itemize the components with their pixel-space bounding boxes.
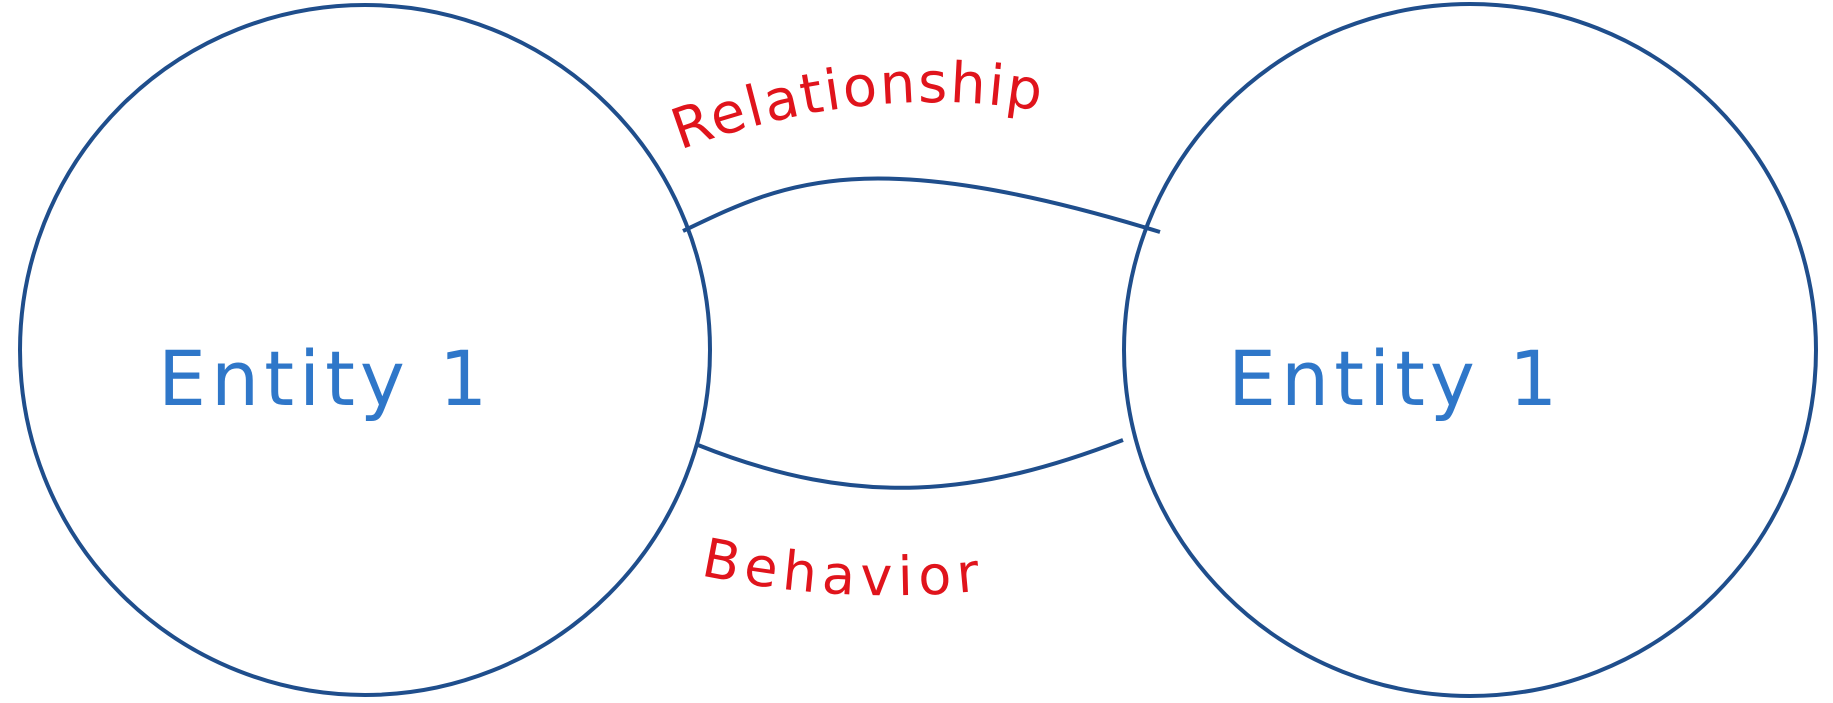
relationship-connector bbox=[682, 176, 1161, 234]
entity-right-label: Entity 1 bbox=[1228, 334, 1562, 423]
entity-left-label: Entity 1 bbox=[158, 334, 492, 423]
behavior-label: Behavior bbox=[698, 526, 988, 608]
behavior-connector bbox=[697, 438, 1124, 490]
relationship-label-path: Relationship bbox=[663, 51, 1046, 163]
entity-left-circle bbox=[18, 3, 712, 697]
relationship-label: Relationship bbox=[663, 51, 1048, 163]
behavior-label-path: Behavior bbox=[698, 526, 982, 608]
entity-right-circle bbox=[1122, 2, 1818, 698]
